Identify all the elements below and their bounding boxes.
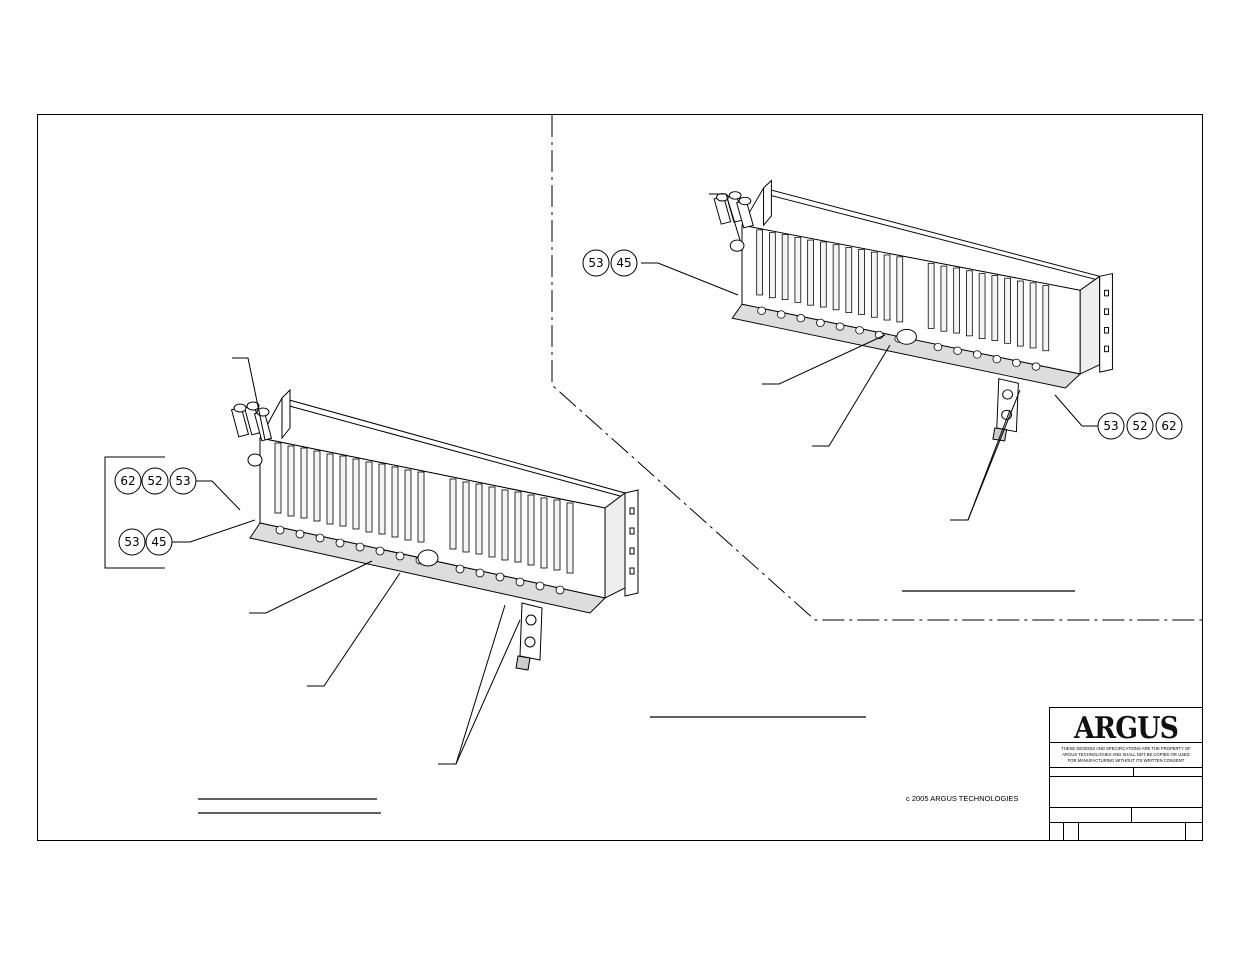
balloon: 45 xyxy=(610,249,638,277)
left-rack-assembly xyxy=(231,389,639,671)
balloon: 53 xyxy=(1097,412,1125,440)
balloon-label: 62 xyxy=(120,474,135,488)
balloon: 62 xyxy=(114,467,142,495)
title-block xyxy=(1049,707,1203,841)
view-divider-line xyxy=(551,115,1202,621)
left-bracket xyxy=(104,456,165,569)
right-rack-assembly xyxy=(713,180,1113,442)
balloon-label: 62 xyxy=(1161,419,1176,433)
right-balloon-group-right: 53 52 62 xyxy=(1097,412,1183,440)
balloon: 53 xyxy=(169,467,197,495)
notice-line-2: ARGUS TECHNOLOGIES AND SHALL NOT BE COPI… xyxy=(1062,752,1189,757)
copyright-text: c 2005 ARGUS TECHNOLOGIES xyxy=(906,794,1018,803)
balloon-label: 52 xyxy=(147,474,162,488)
balloon-label: 52 xyxy=(1132,419,1147,433)
right-leader-lines xyxy=(641,193,1098,521)
balloon-label: 45 xyxy=(151,535,166,549)
balloon-label: 53 xyxy=(588,256,603,270)
left-balloon-group-upper: 62 52 53 xyxy=(114,467,197,495)
left-leader-lines xyxy=(172,357,521,765)
sheet-border xyxy=(37,114,1203,841)
balloon: 53 xyxy=(118,528,146,556)
balloon-label: 45 xyxy=(616,256,631,270)
balloon: 52 xyxy=(141,467,169,495)
balloon-label: 53 xyxy=(1103,419,1118,433)
argus-logo: ARGUS xyxy=(1073,711,1178,746)
notice-line-1: THESE DESIGNS AND SPECIFICATIONS ARE THE… xyxy=(1061,746,1191,751)
balloon: 53 xyxy=(582,249,610,277)
left-balloon-group-lower: 53 45 xyxy=(118,528,173,556)
balloon-label: 53 xyxy=(124,535,139,549)
balloon-label: 53 xyxy=(175,474,190,488)
notice-line-3: FOR MANUFACTURING WITHOUT ITS WRITTEN CO… xyxy=(1068,758,1185,763)
balloon: 52 xyxy=(1126,412,1154,440)
balloon: 45 xyxy=(145,528,173,556)
balloon: 62 xyxy=(1155,412,1183,440)
right-balloon-group-left: 53 45 xyxy=(582,249,638,277)
